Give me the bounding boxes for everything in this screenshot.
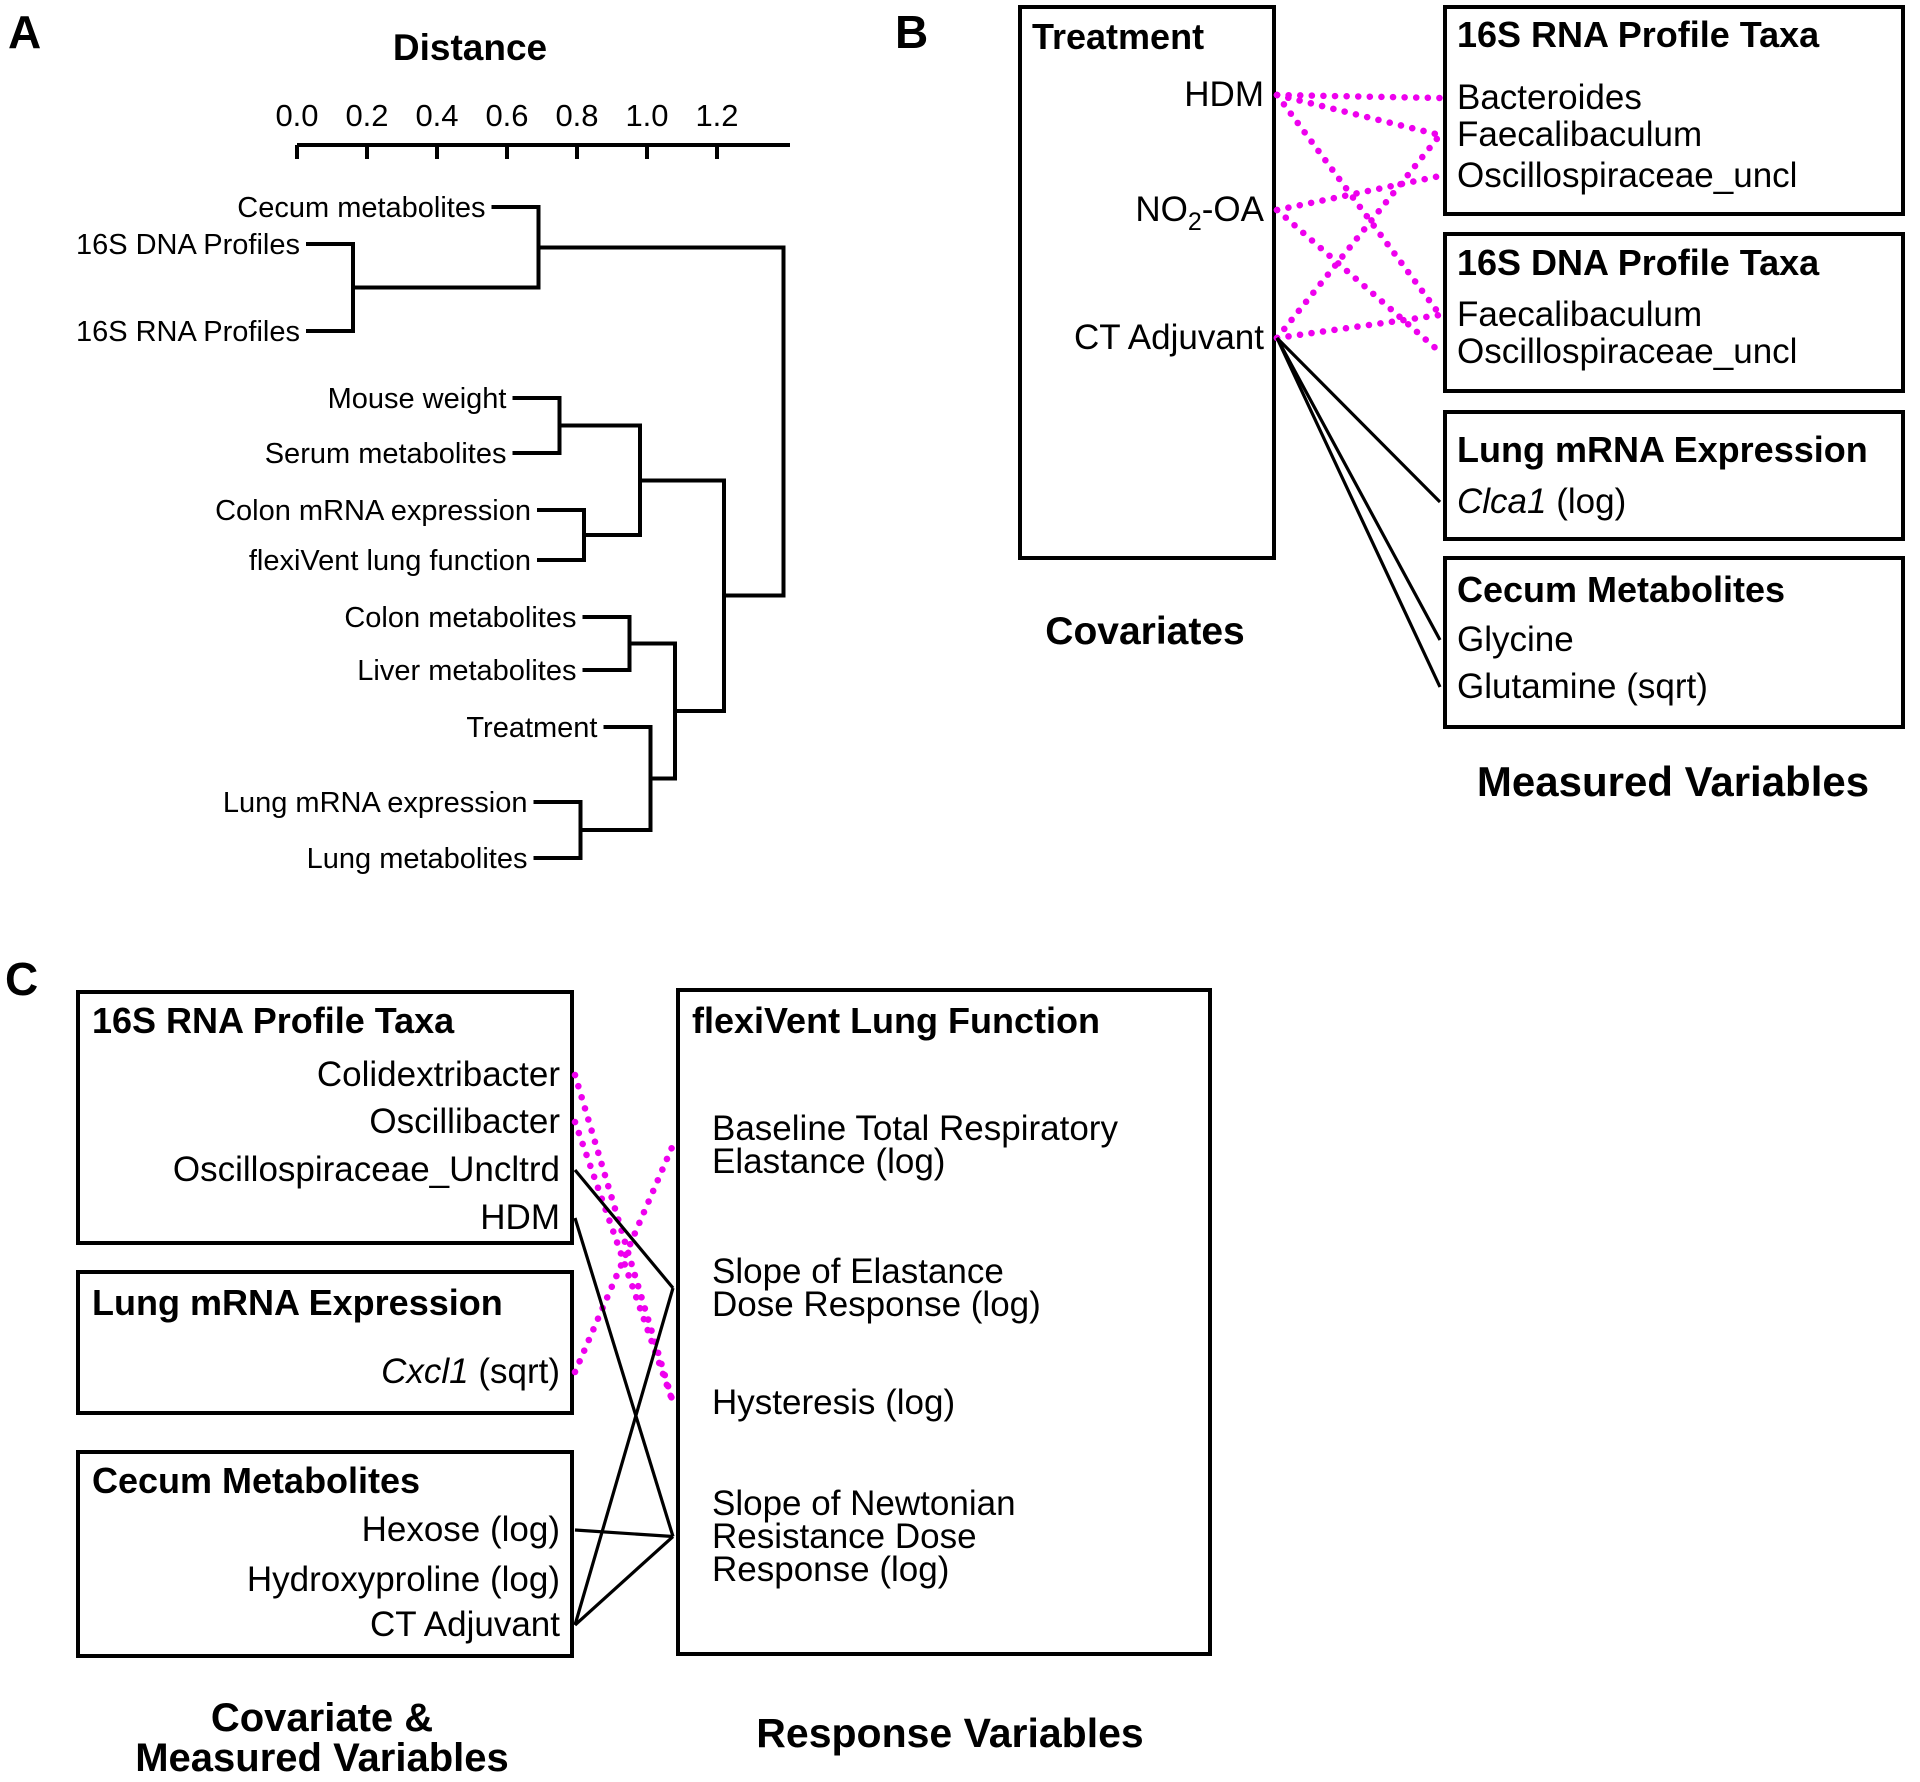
svg-text:1.0: 1.0	[625, 98, 668, 133]
b-item-glutamine: Glutamine (sqrt)	[1457, 667, 1708, 706]
b-item-oscillospiraceae-rna: Oscillospiraceae_uncl	[1457, 156, 1798, 195]
covariates-label: Covariates	[1045, 610, 1245, 653]
treatment-box-title: Treatment	[1032, 16, 1205, 57]
svg-text:0.4: 0.4	[415, 98, 458, 133]
dendrogram-branches	[306, 205, 786, 860]
baseline-line1: Baseline Total Respiratory	[712, 1109, 1118, 1148]
panel-b-letter: B	[895, 6, 929, 58]
slope-elastance-line1: Slope of Elastance	[712, 1252, 1004, 1291]
svg-text:Lung mRNA expression: Lung mRNA expression	[223, 787, 528, 819]
c-item-hdm: HDM	[480, 1198, 560, 1237]
svg-text:Mouse weight: Mouse weight	[328, 383, 507, 415]
c-item-hexose: Hexose (log)	[361, 1510, 560, 1549]
b-lung-mrna-title: Lung mRNA Expression	[1457, 429, 1868, 470]
hysteresis-line1: Hysteresis (log)	[712, 1383, 956, 1422]
c-item-oscillospiraceae-uncltrd: Oscillospiraceae_Uncltrd	[172, 1150, 560, 1189]
c-item-colidextribacter: Colidextribacter	[316, 1055, 560, 1094]
svg-text:16S DNA Profiles: 16S DNA Profiles	[76, 229, 300, 261]
svg-text:Cecum metabolites: Cecum metabolites	[237, 192, 485, 224]
covariate-ct-adjuvant: CT Adjuvant	[1073, 318, 1264, 357]
baseline-line2: Elastance (log)	[712, 1142, 946, 1181]
svg-text:Colon metabolites: Colon metabolites	[344, 602, 576, 634]
b-16s-rna-box	[1443, 5, 1905, 216]
svg-text:1.2: 1.2	[695, 98, 738, 133]
c-item-oscillibacter: Oscillibacter	[369, 1102, 560, 1141]
response-variables-label: Response Variables	[756, 1710, 1144, 1756]
svg-text:flexiVent lung function: flexiVent lung function	[249, 545, 531, 577]
response-baseline-elastance: Baseline Total Respiratory Elastance (lo…	[712, 1109, 1118, 1181]
b-item-glycine: Glycine	[1457, 620, 1574, 659]
svg-text:Lung metabolites: Lung metabolites	[307, 843, 528, 875]
response-hysteresis: Hysteresis (log)	[712, 1383, 956, 1422]
svg-text:0.2: 0.2	[345, 98, 388, 133]
flexivent-box	[676, 988, 1212, 1656]
dendrogram-axis-title: Distance	[393, 27, 547, 68]
measured-variables-label: Measured Variables	[1476, 758, 1870, 805]
response-slope-newtonian: Slope of Newtonian Resistance Dose Respo…	[712, 1484, 1016, 1589]
newtonian-line1: Slope of Newtonian	[712, 1484, 1016, 1523]
b-16s-rna-title: 16S RNA Profile Taxa	[1457, 14, 1820, 55]
flexivent-title: flexiVent Lung Function	[692, 1000, 1100, 1041]
covariate-hdm: HDM	[1184, 75, 1264, 114]
svg-text:16S RNA Profiles: 16S RNA Profiles	[76, 316, 300, 348]
covariate-measured-label-line2: Measured Variables	[135, 1736, 509, 1780]
svg-text:0.0: 0.0	[275, 98, 318, 133]
distance-axis-tick-labels: 0.0 0.2 0.4 0.6 0.8 1.0 1.2	[275, 98, 738, 133]
c-16s-rna-title: 16S RNA Profile Taxa	[92, 1000, 455, 1041]
b-item-faecalibaculum-dna: Faecalibaculum	[1457, 295, 1703, 334]
c-item-cxcl1: Cxcl1 (sqrt)	[96, 1354, 560, 1390]
covariate-measured-label-line1: Covariate &	[210, 1696, 434, 1740]
c-cecum-title: Cecum Metabolites	[92, 1460, 421, 1501]
newtonian-line3: Response (log)	[712, 1550, 950, 1589]
clca1-transform: (log)	[1546, 482, 1627, 521]
svg-text:Serum metabolites: Serum metabolites	[265, 438, 507, 470]
panel-a-letter: A	[8, 6, 42, 58]
b-item-oscillospiraceae-dna: Oscillospiraceae_uncl	[1457, 332, 1798, 371]
b-cecum-title: Cecum Metabolites	[1457, 569, 1786, 610]
svg-text:0.8: 0.8	[555, 98, 598, 133]
no2-oa-pre: NO	[1135, 190, 1188, 229]
distance-axis	[295, 143, 790, 159]
svg-text:0.6: 0.6	[485, 98, 528, 133]
newtonian-line2: Resistance Dose	[712, 1517, 977, 1556]
b-item-faecalibaculum-rna: Faecalibaculum	[1457, 115, 1703, 154]
clca1-gene: Clca1	[1457, 482, 1547, 521]
b-item-bacteroides: Bacteroides	[1457, 78, 1642, 117]
no2-oa-post: -OA	[1201, 190, 1264, 229]
dendrogram-leaf-labels: Cecum metabolites 16S DNA Profiles 16S RNA…	[76, 192, 598, 875]
no2-oa-subscript: 2	[1187, 208, 1202, 236]
cxcl1-transform: (sqrt)	[468, 1352, 560, 1391]
c-cecum-metabolites-box	[76, 1450, 574, 1658]
b-cecum-metabolites-box	[1443, 556, 1905, 729]
panel-c-letter: C	[5, 953, 39, 1005]
svg-text:Treatment: Treatment	[466, 712, 597, 744]
covariate-no2-oa: NO2-OA	[1040, 190, 1264, 237]
svg-text:Liver metabolites: Liver metabolites	[357, 655, 576, 687]
response-slope-elastance: Slope of Elastance Dose Response (log)	[712, 1252, 1041, 1324]
slope-elastance-line2: Dose Response (log)	[712, 1285, 1041, 1324]
svg-text:Colon mRNA expression: Colon mRNA expression	[215, 495, 531, 527]
cxcl1-gene: Cxcl1	[381, 1352, 469, 1391]
b-lung-mrna-box	[1443, 410, 1905, 541]
b-16s-dna-box	[1443, 232, 1905, 393]
c-item-hydroxyproline: Hydroxyproline (log)	[246, 1560, 560, 1599]
b-item-clca1: Clca1 (log)	[1457, 484, 1626, 520]
dendrogram-panel: Distance 0.0 0.2 0.4 0.6 0.8 1.0 1.2 Cecum met…	[76, 27, 790, 875]
c-lung-mrna-title: Lung mRNA Expression	[92, 1282, 503, 1323]
c-item-ct-adjuvant: CT Adjuvant	[369, 1605, 560, 1644]
b-16s-dna-title: 16S DNA Profile Taxa	[1457, 242, 1820, 283]
